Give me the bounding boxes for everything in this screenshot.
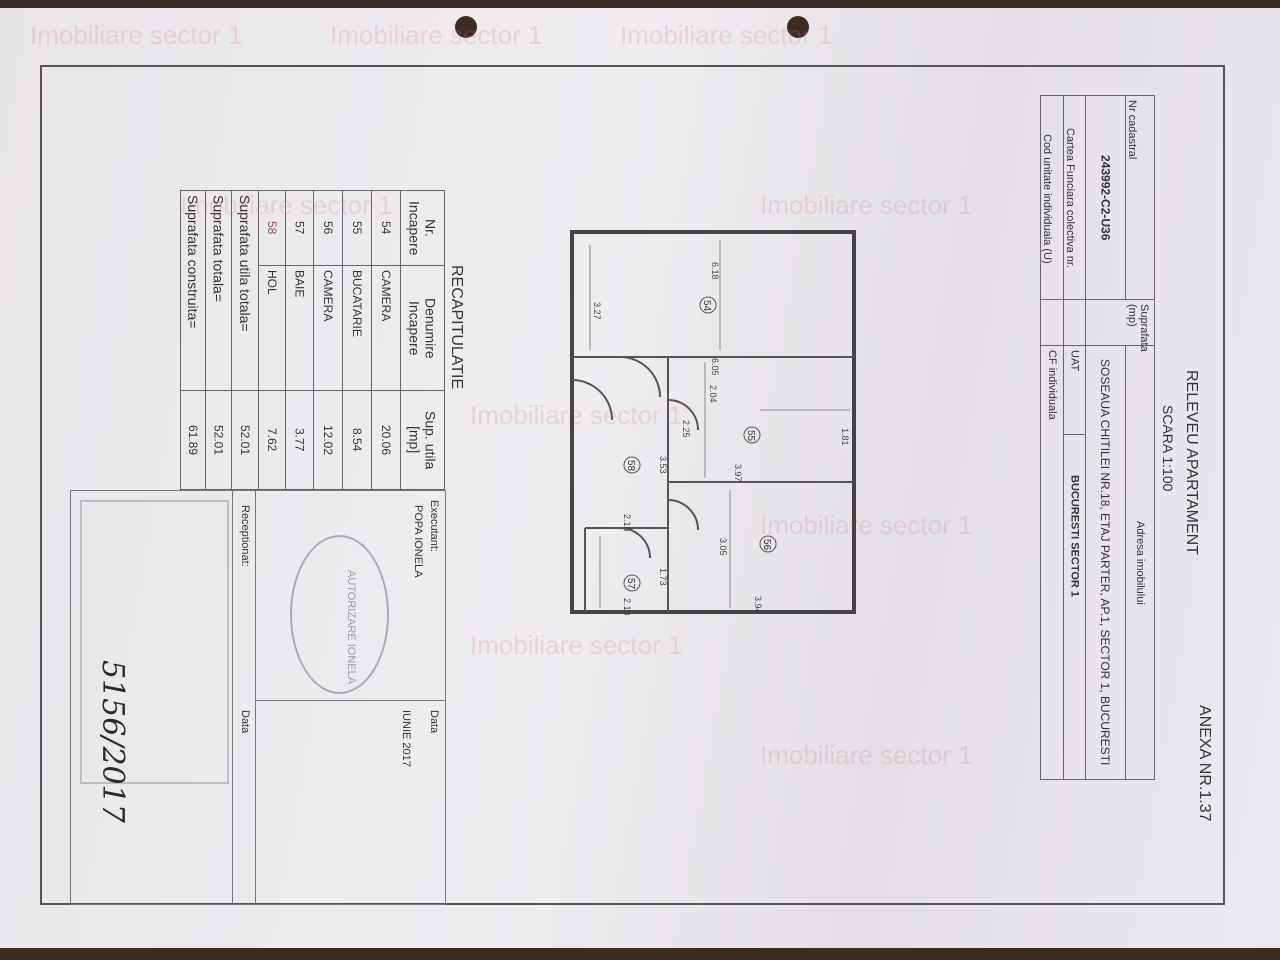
- svg-text:57: 57: [625, 578, 636, 590]
- room-marker-58: 58: [623, 456, 641, 474]
- executant-name: POPA IONELA: [412, 505, 424, 578]
- nr-cadastral-value: 243992-C2-U36: [1098, 154, 1113, 241]
- col-header-nr: Nr. Incapere: [406, 200, 439, 256]
- nr-cadastral-label: Nr cadastral: [1126, 100, 1138, 160]
- annex-number: ANEXA NR.1.37: [1196, 705, 1213, 822]
- document-paper: [0, 8, 1280, 948]
- door-swing: [619, 356, 661, 398]
- stamp-text: AUTORIZARE IONELA: [345, 570, 357, 685]
- document-border: [40, 65, 1225, 905]
- svg-text:58: 58: [625, 460, 636, 472]
- adresa-value: SOSEAUA CHITILEI NR.18, ETAJ PARTER, AP.…: [1098, 359, 1112, 766]
- suprafata-label: Suprafata (mp): [1126, 304, 1150, 352]
- data-value: IUNIE 2017: [400, 710, 412, 767]
- door-swing: [667, 399, 699, 431]
- dim-label: 3.27: [592, 302, 602, 320]
- room-marker-55: 55: [743, 426, 761, 444]
- dim-label: 1.73: [658, 568, 668, 586]
- cadastre-office-stamp: [80, 500, 229, 784]
- room-marker-56: 56: [759, 535, 777, 553]
- svg-text:54: 54: [701, 300, 712, 312]
- dim-label: 6.18: [710, 262, 720, 280]
- dim-label: 2.04: [708, 385, 718, 403]
- uat-label: UAT: [1068, 350, 1081, 372]
- document-title: RELEVEU APARTAMENT: [1183, 370, 1200, 555]
- dim-label: 3.97: [733, 464, 743, 482]
- recap-title: RECAPITULATIE: [448, 265, 465, 390]
- dim-label: 6.05: [710, 358, 720, 376]
- cod-unitate-label: Cod unitate individuala (U): [1041, 133, 1053, 264]
- door-swing: [667, 499, 699, 531]
- dim-label: 2.18: [622, 598, 632, 616]
- dim-label: 1.81: [840, 428, 850, 446]
- dim-label: 3.53: [658, 456, 668, 474]
- room-marker-54: 54: [699, 296, 717, 314]
- uat-value: BUCURESTI SECTOR 1: [1068, 475, 1081, 598]
- receptionat-label: Receptionat:: [239, 505, 251, 567]
- punch-hole: [455, 16, 477, 38]
- carte-funciara-label: Cartea Funciara colectiva nr.: [1064, 128, 1076, 269]
- door-swing: [619, 527, 651, 559]
- svg-text:56: 56: [761, 539, 772, 551]
- dim-label: 2.25: [681, 420, 691, 438]
- dim-label: 3.94: [753, 596, 763, 614]
- col-header-sup: Sup. utila [mp]: [406, 410, 439, 470]
- cf-individuala-label: CF individuala: [1046, 350, 1058, 420]
- room-marker-57: 57: [623, 574, 641, 592]
- punch-hole: [787, 16, 809, 38]
- adresa-label: Adresa imobilului: [1134, 520, 1146, 605]
- authorization-stamp: [290, 535, 389, 694]
- col-header-denumire: Denumire Incapere: [406, 297, 439, 359]
- svg-text:55: 55: [745, 430, 756, 442]
- executant-label: Executant:: [428, 500, 440, 552]
- data2-label: Data: [239, 710, 251, 734]
- dim-label: 2.16: [622, 514, 632, 532]
- door-swing: [571, 379, 613, 421]
- outer-wall: [570, 230, 856, 614]
- document-scale: SCARA 1:100: [1160, 405, 1176, 492]
- dim-label: 3.05: [718, 538, 728, 556]
- handwritten-number: 5156/2017: [95, 660, 130, 823]
- data-label: Data: [428, 710, 440, 734]
